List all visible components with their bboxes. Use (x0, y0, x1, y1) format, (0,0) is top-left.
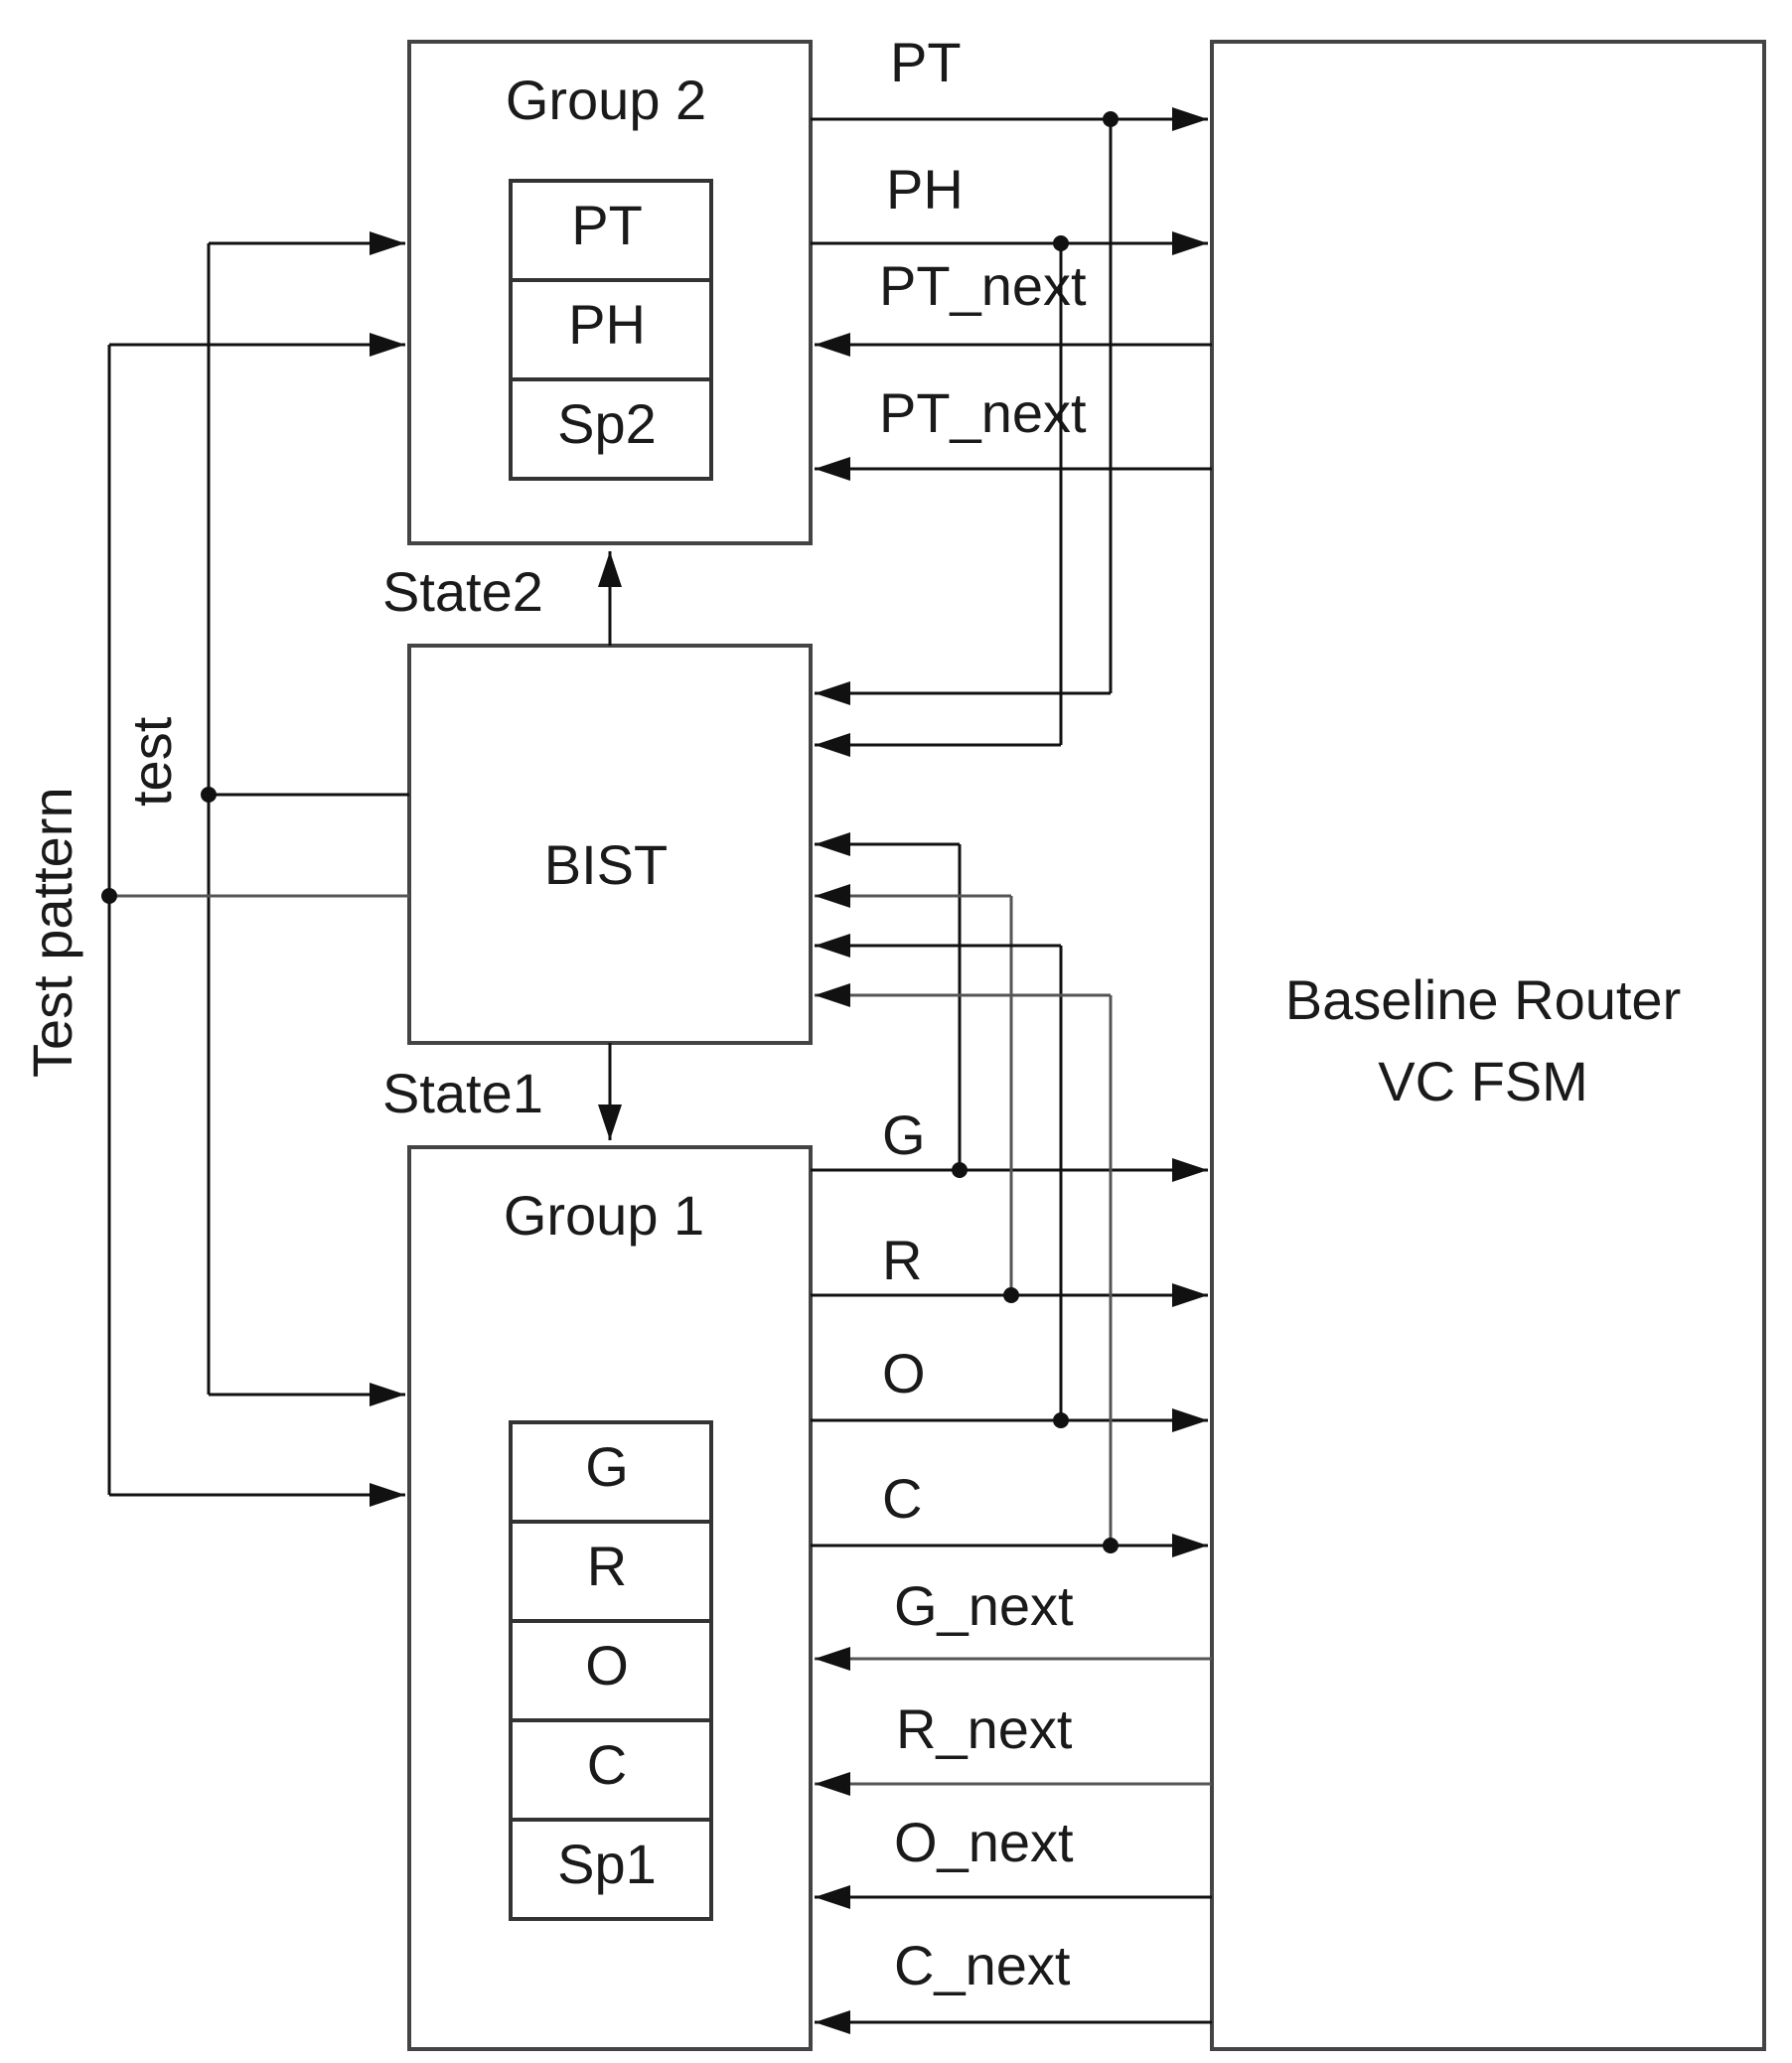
o-out-label: O (882, 1342, 926, 1404)
group2-cell-ph: PH (568, 293, 646, 356)
pt-out-label: PT (890, 31, 962, 93)
state2-label: State2 (382, 560, 543, 623)
r-tap-junction (1003, 1287, 1019, 1303)
test-junction (201, 787, 217, 803)
r-out-label: R (882, 1229, 922, 1291)
group1-cell-sp1-box (509, 1818, 713, 1921)
ph-out-label: PH (886, 158, 964, 221)
group1-cell-c-box (509, 1718, 713, 1822)
g-next-in-label: G_next (894, 1574, 1074, 1637)
router-block: Baseline Router VC FSM (1210, 40, 1766, 2051)
pt-next-in-label-2: PT_next (879, 381, 1087, 444)
test-label: test (120, 716, 183, 807)
c-tap-junction (1103, 1538, 1119, 1553)
ph-tap-junction (1053, 235, 1069, 251)
g-out-label: G (882, 1104, 926, 1166)
group1-title: Group 1 (504, 1184, 704, 1247)
o-next-in-label: O_next (894, 1811, 1074, 1873)
group2-cell-sp2: Sp2 (557, 392, 657, 455)
group1-cell-r-box (509, 1520, 713, 1623)
c-out-label: C (882, 1467, 922, 1530)
bist-block: BIST (407, 644, 813, 1045)
group1-cell-r: R (587, 1535, 627, 1597)
router-title-line2: VC FSM (1378, 1050, 1588, 1112)
o-tap-junction (1053, 1412, 1069, 1428)
group2-cell-pt: PT (571, 194, 643, 256)
r-next-in-label: R_next (896, 1697, 1073, 1760)
group1-block: Group 1 G R O C Sp1 (407, 1145, 813, 2051)
group1-cell-g: G (585, 1435, 629, 1498)
group1-cell-c: C (587, 1733, 627, 1796)
pt-tap-junction (1103, 111, 1119, 127)
g-tap-junction (952, 1162, 968, 1178)
bist-title: BIST (544, 833, 668, 896)
group2-cell-pt-box (509, 179, 713, 282)
c-next-in-label: C_next (894, 1934, 1071, 1996)
group2-title: Group 2 (506, 69, 706, 131)
group1-cell-sp1: Sp1 (557, 1833, 657, 1895)
test-pattern-junction (101, 888, 117, 904)
group2-block: Group 2 PT PH Sp2 (407, 40, 813, 545)
state1-label: State1 (382, 1062, 543, 1124)
router-title-line1: Baseline Router (1285, 968, 1681, 1031)
pt-next-in-label-1: PT_next (879, 254, 1087, 317)
test-pattern-label: Test pattern (21, 787, 83, 1078)
group2-cell-sp2-box (509, 377, 713, 481)
group1-cell-o: O (585, 1634, 629, 1696)
